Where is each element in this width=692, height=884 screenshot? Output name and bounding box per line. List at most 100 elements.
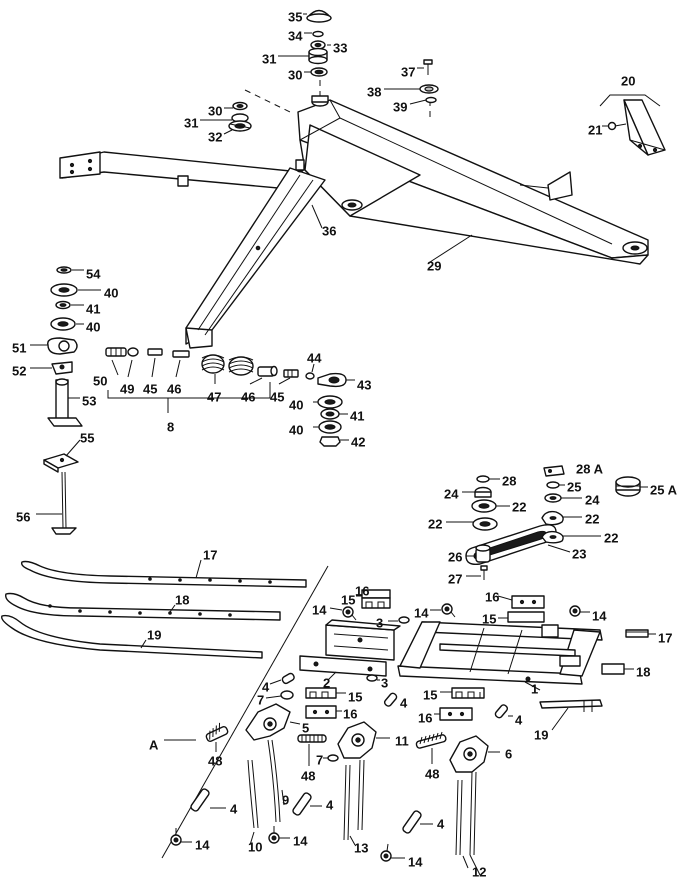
callout-c29: 29	[427, 258, 441, 273]
callout-c10: 10	[248, 839, 262, 854]
spring-group-8	[105, 347, 299, 413]
section-a-border	[161, 565, 329, 859]
bracket-20	[599, 94, 666, 156]
callout-c32: 32	[208, 129, 222, 144]
channel-beam-36	[185, 159, 326, 349]
callout-c31b: 31	[184, 115, 198, 130]
callout-c53: 53	[82, 393, 96, 408]
callout-c19a: 19	[147, 627, 161, 642]
callout-c45a: 45	[143, 381, 157, 396]
callout-c44: 44	[307, 350, 322, 365]
callout-c22c: 22	[585, 511, 599, 526]
callout-c6: 6	[505, 746, 512, 761]
callout-c3a: 3	[376, 615, 383, 630]
suspension-parts-right	[446, 465, 648, 580]
callout-c22a: 22	[512, 499, 526, 514]
callout-c35: 35	[288, 9, 302, 24]
callout-c16b: 16	[485, 589, 499, 604]
callout-c41b: 41	[350, 408, 364, 423]
clamp-plates-lower	[305, 687, 485, 721]
callout-c9: 9	[282, 792, 289, 807]
callout-c42: 42	[351, 434, 365, 449]
callout-c22d: 22	[604, 530, 618, 545]
clamp-plates-15-16	[329, 589, 590, 624]
callout-c28: 28	[502, 473, 516, 488]
callout-c2: 2	[323, 675, 330, 690]
callout-c40a: 40	[104, 285, 118, 300]
callout-c22b: 22	[428, 516, 442, 531]
callout-c18b: 18	[636, 664, 650, 679]
callout-c46a: 46	[167, 381, 181, 396]
callout-c49: 49	[120, 381, 134, 396]
eye-bolt-43	[305, 363, 355, 388]
callout-c37: 37	[401, 64, 415, 79]
callout-c14c: 14	[592, 608, 607, 623]
callout-c4a: 4	[262, 679, 270, 694]
callout-c48a: 48	[208, 753, 222, 768]
callout-c23: 23	[572, 546, 586, 561]
pins-4-lower	[190, 788, 433, 834]
callout-c1: 1	[531, 681, 538, 696]
callout-c16a: 16	[355, 583, 369, 598]
align-line-1	[244, 89, 291, 113]
callout-c7a: 7	[257, 692, 264, 707]
hub-stack-top	[278, 9, 332, 77]
callout-c16c: 16	[343, 706, 357, 721]
callout-c15a: 15	[341, 592, 355, 607]
sub-frame-1	[397, 621, 603, 691]
callout-c17b: 17	[658, 630, 672, 645]
callout-c36: 36	[322, 223, 336, 238]
callout-c4d: 4	[230, 801, 238, 816]
callout-cA: A	[149, 737, 159, 752]
callout-c47: 47	[207, 389, 221, 404]
main-frame-29	[297, 95, 649, 265]
runners-left	[1, 559, 307, 659]
callout-c4c: 4	[515, 712, 523, 727]
washer-stack-right	[313, 395, 349, 447]
callout-c50: 50	[93, 373, 107, 388]
callout-c54: 54	[86, 266, 101, 281]
callout-c19b: 19	[534, 727, 548, 742]
callout-c17a: 17	[203, 547, 217, 562]
callout-c40c: 40	[289, 397, 303, 412]
callout-c55: 55	[80, 430, 94, 445]
callout-c30b: 30	[208, 103, 222, 118]
callout-c48b: 48	[301, 768, 315, 783]
callout-c28A: 28 A	[576, 461, 604, 476]
callout-c15d: 15	[423, 687, 437, 702]
hub-stack-left	[200, 101, 252, 135]
bolt-stack-right	[384, 59, 439, 105]
callout-c3b: 3	[381, 675, 388, 690]
callout-c45b: 45	[270, 389, 284, 404]
callout-c27: 27	[448, 571, 462, 586]
callout-c4f: 4	[437, 816, 445, 831]
callout-c41a: 41	[86, 301, 100, 316]
drag-arm-6	[449, 735, 500, 876]
bolts-14-lower	[170, 826, 405, 862]
callout-c5: 5	[302, 720, 309, 735]
callout-c20: 20	[621, 73, 635, 88]
callout-c40d: 40	[289, 422, 303, 437]
callout-c52: 52	[12, 363, 26, 378]
callout-c43: 43	[357, 377, 371, 392]
callout-c39: 39	[393, 99, 407, 114]
callout-c40b: 40	[86, 319, 100, 334]
callout-c21: 21	[588, 122, 602, 137]
callout-c48c: 48	[425, 766, 439, 781]
callout-c12: 12	[472, 864, 486, 879]
callout-c25A: 25 A	[650, 482, 678, 497]
callout-c33: 33	[333, 40, 347, 55]
pads-right	[539, 629, 656, 731]
callout-c16d: 16	[418, 710, 432, 725]
callout-c26: 26	[448, 549, 462, 564]
callout-c18a: 18	[175, 592, 189, 607]
callout-c51: 51	[12, 340, 26, 355]
callout-c24a: 24	[444, 486, 459, 501]
drag-arm-11	[337, 721, 390, 846]
callout-c24b: 24	[585, 492, 600, 507]
springs-48	[205, 722, 447, 766]
callout-c15b: 15	[482, 611, 496, 626]
callout-c14a: 14	[312, 602, 327, 617]
